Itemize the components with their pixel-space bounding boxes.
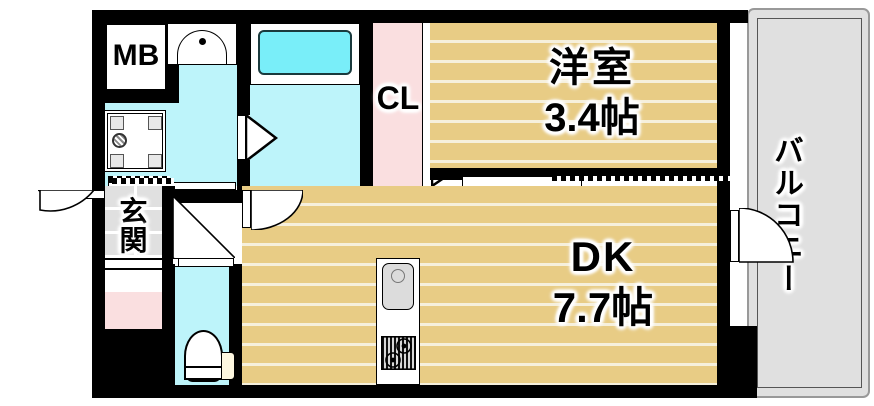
wall-right-dk [717, 186, 730, 326]
stove-burners-icon [381, 336, 416, 370]
balcony-door-arc-icon [739, 208, 794, 263]
wall-mb-bottom [92, 91, 179, 103]
dk-hall-door-panel[interactable] [242, 190, 251, 228]
meter-box-label: MB [112, 39, 160, 72]
bath-door-folding-icon[interactable] [237, 115, 246, 160]
balcony-label: バルコニー [769, 135, 802, 295]
wall-genkan-right [162, 186, 175, 264]
closet-label: CL [376, 80, 420, 116]
balcony-door-panel[interactable] [730, 210, 739, 262]
genkan-floor [105, 186, 162, 264]
wall-bath-right [360, 10, 373, 190]
bath-door-arrow-icon [246, 113, 278, 163]
sink-drain-icon [391, 269, 405, 283]
genkan-shoe-box [105, 292, 162, 329]
toilet-tank-icon [184, 366, 223, 380]
dk-floor [242, 186, 717, 385]
bathtub[interactable] [258, 30, 352, 75]
washbasin-faucet-icon [199, 38, 206, 45]
wall-bath-left-lower [237, 160, 250, 190]
entrance-door-arc-icon [38, 190, 94, 212]
pan-foot-bl-icon [110, 154, 124, 168]
genkan-label-2: 関 [119, 225, 148, 256]
genkan-hall-strip [105, 270, 162, 292]
toilet-paper-holder-icon [221, 352, 235, 380]
dk-name-label: DK [570, 233, 636, 280]
wall-bath-left [237, 10, 250, 115]
dk-hall-door-arc-icon [251, 190, 303, 230]
wall-right [717, 10, 730, 186]
bedroom-sliding-door-rail [552, 176, 732, 181]
pan-foot-tr-icon [148, 116, 162, 130]
genkan-label-1: 玄 [119, 196, 148, 227]
bedroom-name-label: 洋室 [549, 46, 635, 90]
wall-genkan-lower-block [92, 329, 175, 398]
drain-icon [112, 133, 127, 148]
washing-pan-inner [107, 113, 163, 169]
dk-size-label: 7.7帖 [552, 284, 654, 331]
genkan-step [105, 258, 162, 270]
meter-box[interactable] [105, 23, 167, 91]
bedroom-size-label: 3.4帖 [544, 96, 640, 140]
bedroom-floor [430, 23, 717, 168]
wall-bottom [92, 385, 717, 398]
pan-foot-br-icon [148, 154, 162, 168]
closet-floor [373, 23, 422, 186]
balcony-inner-outline [757, 18, 862, 388]
pan-foot-tl-icon [110, 116, 124, 130]
genkan-inner-door-arc-icon [173, 196, 235, 258]
balcony-area [747, 8, 870, 398]
genkan-header-window [112, 178, 174, 184]
toilet-door-panel[interactable] [178, 258, 234, 267]
wall-top [92, 10, 748, 23]
